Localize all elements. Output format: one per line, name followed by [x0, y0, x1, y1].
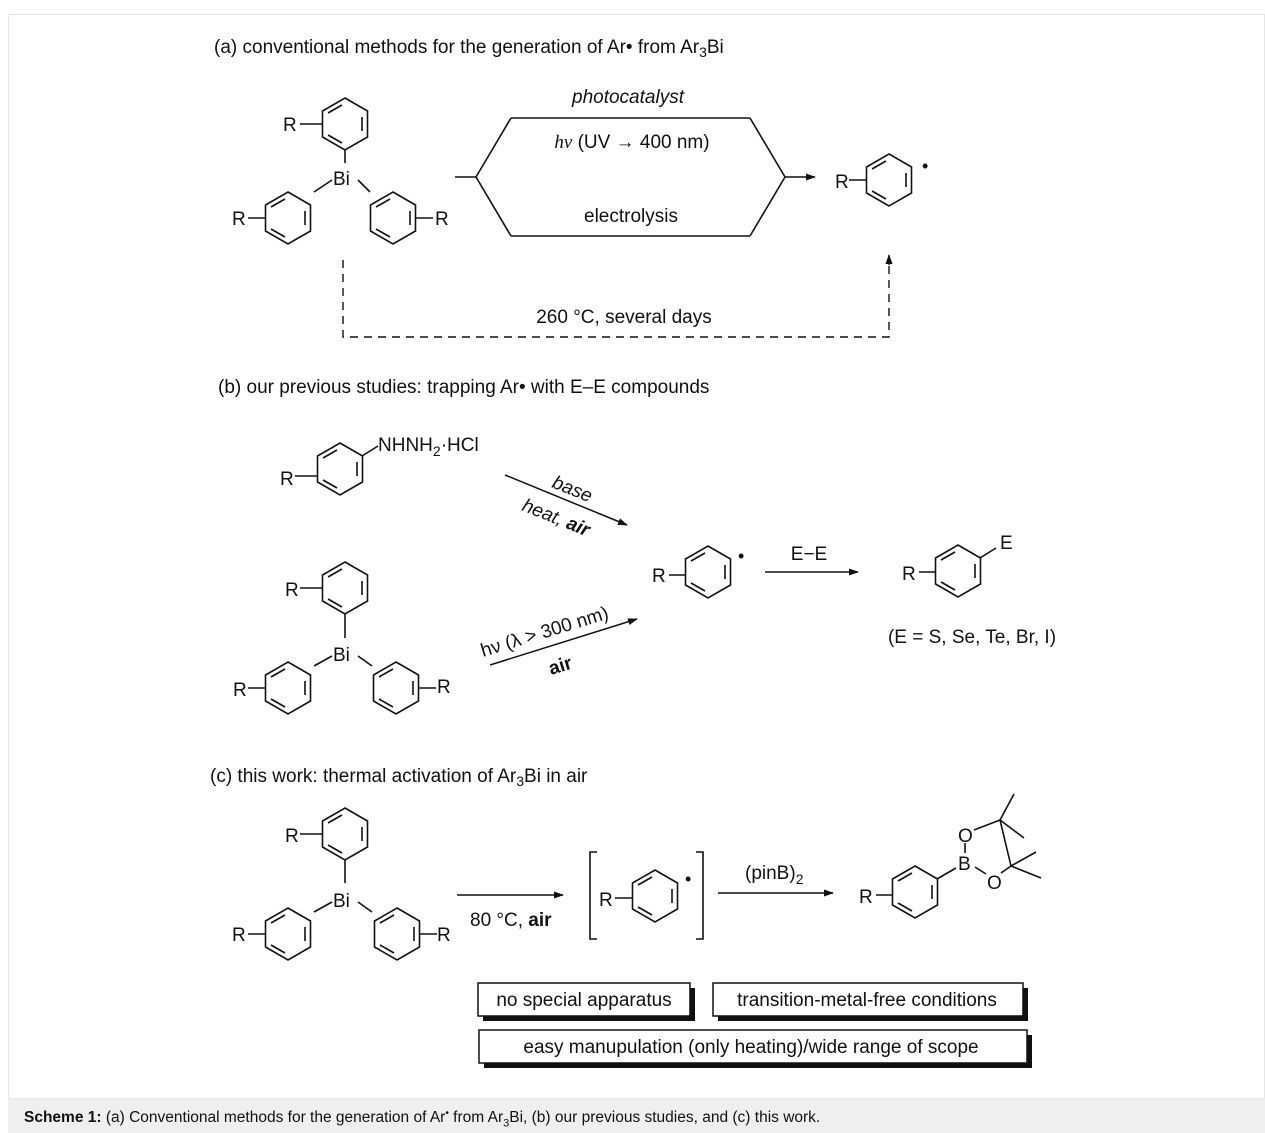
- caption-subscript: 3: [503, 1117, 510, 1130]
- condition-air-b: air: [546, 653, 575, 680]
- scheme-frame: [8, 14, 1265, 1099]
- feature-box-easy-manipulation: easy manupulation (only heating)/wide ra…: [478, 1029, 1032, 1068]
- svg-text:R: R: [280, 469, 294, 490]
- triarylbismuth-b: Bi R R R: [233, 561, 451, 715]
- aryl-bpin-product: R B O O: [859, 793, 1042, 919]
- svg-text:R: R: [599, 890, 613, 911]
- svg-text:transition-metal-free conditio: transition-metal-free conditions: [737, 990, 997, 1011]
- aryl-e-product: R E: [902, 533, 1013, 598]
- svg-text:E: E: [1000, 533, 1013, 554]
- aryl-radical-a: R •: [835, 153, 928, 207]
- svg-text:R: R: [285, 826, 299, 847]
- thermal-path-dashed: [342, 254, 893, 338]
- svg-text:R: R: [902, 564, 916, 585]
- condition-80c-air: 80 °C, air: [470, 910, 552, 931]
- svg-text:Bi: Bi: [333, 169, 350, 190]
- svg-text:easy manupulation (only heatin: easy manupulation (only heating)/wide ra…: [523, 1037, 978, 1058]
- element-list: (E = S, Se, Te, Br, I): [888, 627, 1056, 648]
- caption-text-3: Bi, (b) our previous studies, and (c) th…: [509, 1109, 821, 1127]
- svg-text:R: R: [232, 925, 246, 946]
- feature-box-no-apparatus: no special apparatus: [477, 982, 695, 1021]
- svg-text:R: R: [283, 115, 297, 136]
- svg-text:R: R: [835, 172, 849, 193]
- svg-text:•: •: [922, 156, 928, 176]
- svg-text:R: R: [437, 925, 451, 946]
- caption-radical-dot: •: [445, 1108, 449, 1119]
- section-b-title: (b) our previous studies: trapping Ar• w…: [218, 377, 709, 398]
- svg-text:B: B: [958, 854, 971, 875]
- svg-text:R: R: [652, 566, 666, 587]
- section-c-title: (c) this work: thermal activation of Ar3…: [210, 766, 588, 789]
- svg-text:R: R: [285, 580, 299, 601]
- caption-text-2: from Ar: [448, 1109, 504, 1127]
- svg-text:Bi: Bi: [333, 891, 350, 912]
- reagent-hydrazine-hcl: NHNH2·HCl: [378, 435, 479, 459]
- section-a-title: (a) conventional methods for the generat…: [214, 37, 724, 60]
- triarylbismuth-c: Bi R R R: [232, 807, 451, 961]
- svg-text:R: R: [435, 209, 449, 230]
- svg-text:R: R: [232, 209, 246, 230]
- svg-text:•: •: [738, 546, 744, 566]
- caption-text-1: (a) Conventional methods for the generat…: [101, 1109, 446, 1127]
- arrow-hydrazine-to-radical: [504, 474, 628, 526]
- conditions-split-arrow-a: [455, 117, 816, 237]
- condition-hv-300: hν (λ > 300 nm): [478, 603, 611, 662]
- svg-text:Bi: Bi: [333, 645, 350, 666]
- svg-text:•: •: [685, 869, 691, 889]
- aryl-radical-intermediate: R •: [589, 851, 704, 940]
- feature-box-metal-free: transition-metal-free conditions: [712, 982, 1028, 1021]
- condition-ee: E−E: [791, 544, 827, 565]
- svg-text:R: R: [859, 887, 873, 908]
- svg-text:O: O: [958, 826, 973, 847]
- svg-text:R: R: [437, 677, 451, 698]
- condition-electrolysis: electrolysis: [584, 206, 678, 227]
- triarylbismuth-a: Bi R R R: [232, 97, 449, 245]
- svg-text:O: O: [987, 873, 1002, 894]
- reagent-pinb2: (pinB)2: [745, 863, 804, 887]
- arrow-bismuth-to-radical: [489, 618, 638, 666]
- condition-thermal: 260 °C, several days: [536, 307, 712, 328]
- caption-label: Scheme 1:: [24, 1109, 102, 1127]
- scheme-caption: Scheme 1: (a) Conventional methods for t…: [8, 1099, 1265, 1133]
- condition-photocatalyst: photocatalyst: [571, 87, 685, 108]
- arylhydrazine: R NHNH2·HCl: [280, 435, 479, 496]
- aryl-radical-b: R •: [652, 545, 744, 599]
- svg-text:R: R: [233, 680, 247, 701]
- condition-hv-uv: hν (UV → 400 nm): [554, 132, 709, 153]
- svg-text:no special apparatus: no special apparatus: [496, 990, 671, 1011]
